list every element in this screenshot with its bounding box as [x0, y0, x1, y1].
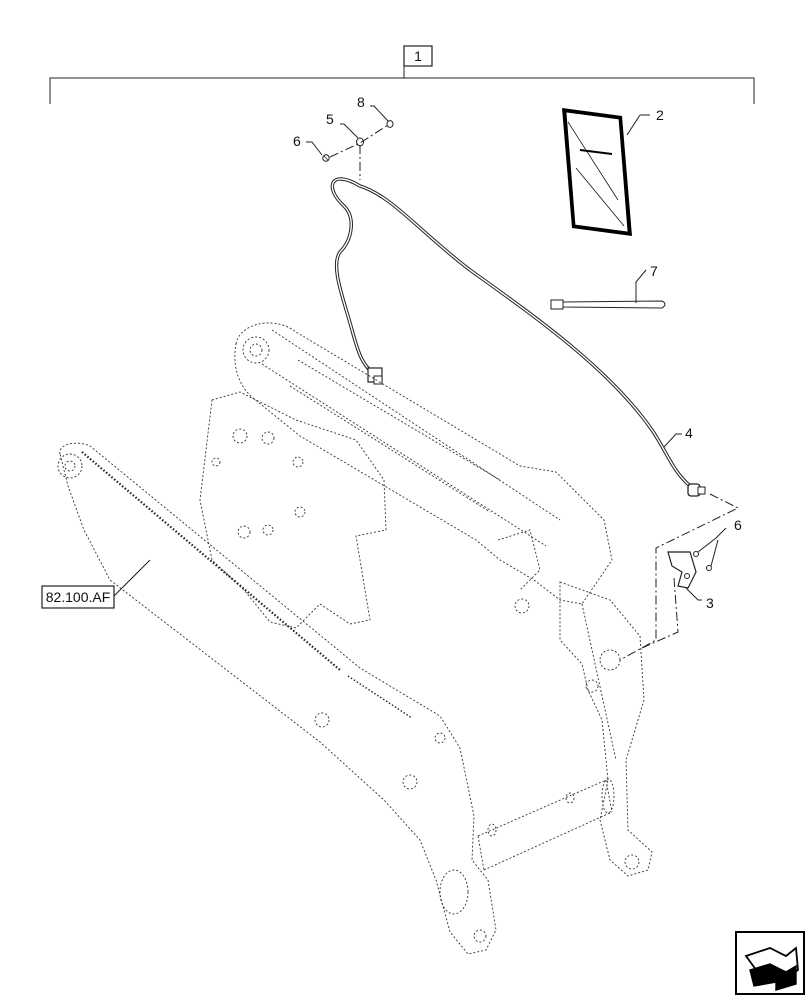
leader-8 [370, 105, 389, 122]
reference-label[interactable]: 82.100.AF [46, 589, 111, 605]
loader-frame [57, 322, 653, 955]
leader-4 [663, 433, 682, 448]
cap [386, 120, 394, 128]
leader-6-top [306, 141, 323, 156]
next-page-arrow-icon[interactable] [735, 931, 805, 995]
item-7-label: 7 [650, 263, 658, 279]
item-2-label: 2 [656, 107, 664, 123]
item-6-right-label: 6 [734, 517, 742, 533]
leader-3 [685, 587, 702, 601]
item-8-label: 8 [357, 94, 365, 110]
assembly-bracket [49, 45, 755, 104]
assembly-callout: 1 [414, 48, 422, 64]
leader-2 [626, 114, 641, 136]
item-6-top-label: 6 [293, 133, 301, 149]
screw-right-a [693, 551, 699, 557]
screw-right-b [706, 565, 712, 571]
manual-book [562, 108, 632, 236]
cable-tie [550, 299, 666, 310]
screw-top [322, 154, 330, 162]
item-5-label: 5 [326, 111, 334, 127]
hardware-axis [329, 124, 389, 158]
bracket-axis [619, 493, 740, 661]
leader-7 [635, 269, 647, 303]
leader-5 [340, 123, 359, 139]
item-3-label: 3 [706, 595, 714, 611]
sensor-bracket [667, 551, 697, 589]
item-4-label: 4 [685, 425, 693, 441]
leader-6-right-a [697, 527, 727, 553]
bracket-axis-2 [641, 577, 679, 649]
leader-6-right-b [710, 539, 719, 567]
reference-box[interactable] [41, 559, 151, 609]
wire-harness [330, 177, 706, 497]
